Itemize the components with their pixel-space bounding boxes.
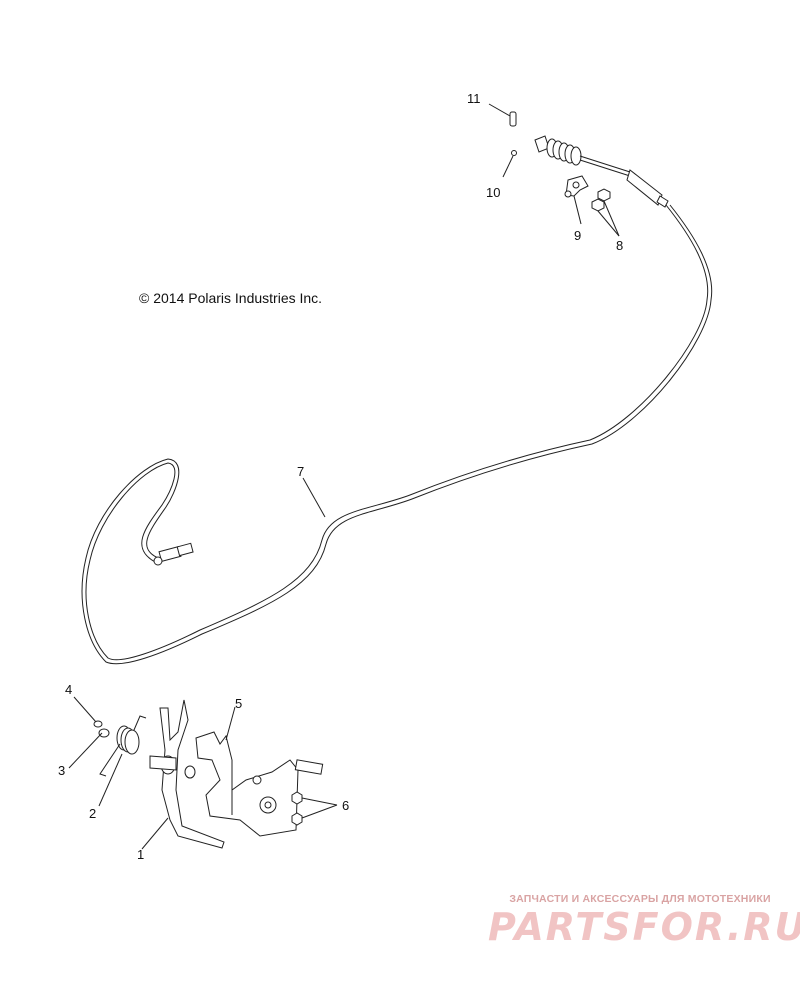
callout-8: 8 xyxy=(616,238,623,253)
screws xyxy=(591,188,611,212)
callout-11: 11 xyxy=(467,91,481,106)
callout-5: 5 xyxy=(235,696,242,711)
cable-clip xyxy=(511,150,517,156)
callout-6: 6 xyxy=(342,798,349,813)
callout-10: 10 xyxy=(486,185,500,200)
pedal-assembly xyxy=(93,699,324,849)
cable-pin xyxy=(509,111,517,127)
callouts: 11 10 9 8 7 4 5 3 6 2 1 xyxy=(58,91,623,862)
watermark-logo: PARTSFOR.RU xyxy=(488,905,800,949)
callout-1: 1 xyxy=(137,847,144,862)
cable-spring xyxy=(546,138,582,166)
leader-lines xyxy=(68,103,620,850)
callout-4: 4 xyxy=(65,682,72,697)
throttle-cable xyxy=(81,135,713,665)
callout-7: 7 xyxy=(297,464,304,479)
callout-3: 3 xyxy=(58,763,65,778)
cable-bracket xyxy=(564,175,589,198)
copyright-notice: © 2014 Polaris Industries Inc. xyxy=(139,290,323,306)
watermark-tagline: ЗАПЧАСТИ И АКСЕССУАРЫ ДЛЯ МОТОТЕХНИКИ xyxy=(509,893,771,905)
callout-2: 2 xyxy=(89,806,96,821)
callout-9: 9 xyxy=(574,228,581,243)
